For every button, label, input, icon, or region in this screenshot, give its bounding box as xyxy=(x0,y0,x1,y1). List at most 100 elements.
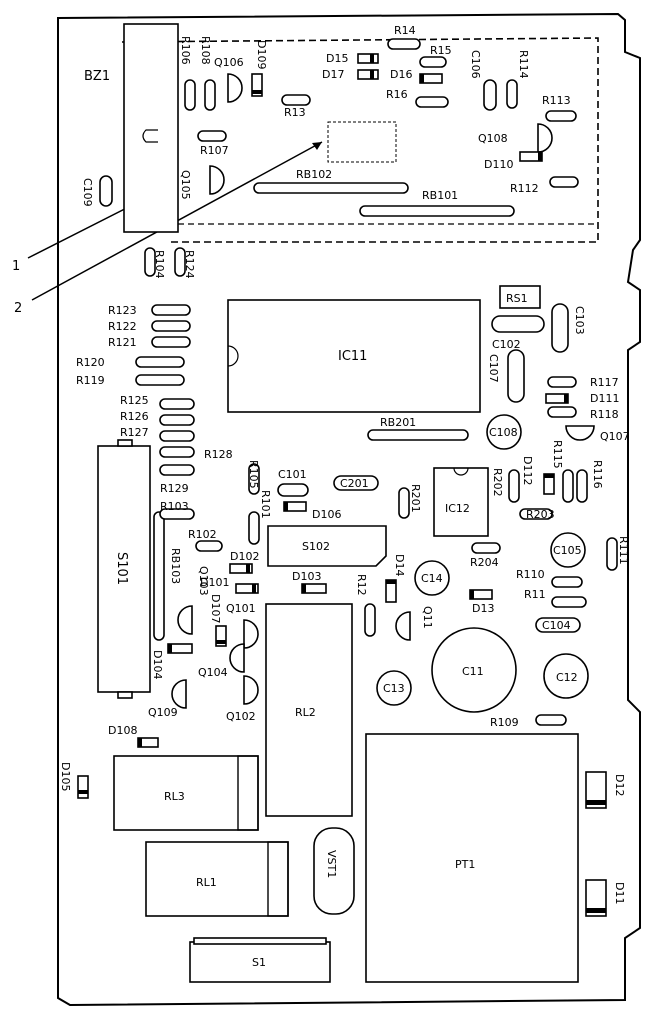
resistor-r126 xyxy=(159,414,195,426)
rl3-label: RL3 xyxy=(164,790,185,803)
r204-label: R204 xyxy=(470,556,499,569)
q106-label: Q106 xyxy=(214,56,244,69)
resistor-r112 xyxy=(549,176,579,188)
d107-label: D107 xyxy=(209,594,222,623)
resistor-r115 xyxy=(562,469,574,503)
d105-label: D105 xyxy=(59,762,72,791)
diode-d107 xyxy=(215,625,227,647)
c106-label: C106 xyxy=(469,50,482,79)
resistor-r127 xyxy=(159,430,195,442)
rb103-label: RB103 xyxy=(169,548,182,584)
resistor-r121 xyxy=(151,336,191,348)
transistor-q108 xyxy=(537,123,553,153)
resistor-r117 xyxy=(547,376,577,388)
d16-label: D16 xyxy=(390,68,412,81)
resistor-r125 xyxy=(159,398,195,410)
r111-label: R111 xyxy=(617,536,630,565)
d104-label: D104 xyxy=(151,650,164,679)
capacitor-c201 xyxy=(333,475,379,491)
d106-label: D106 xyxy=(312,508,341,521)
transistor-q109 xyxy=(171,679,187,709)
r118-label: R118 xyxy=(590,408,619,421)
resistor-r108 xyxy=(204,79,216,111)
d17-label: D17 xyxy=(322,68,344,81)
transistor-q103 xyxy=(177,605,193,635)
resistor-r109 xyxy=(535,714,567,726)
relay-rl2 xyxy=(265,603,353,817)
callout-arrow-2 xyxy=(312,142,322,150)
rb101-label: RB101 xyxy=(422,189,458,202)
c13-label: C13 xyxy=(383,682,405,695)
transistor-q11 xyxy=(395,611,411,641)
r203-label: R203 xyxy=(526,508,555,521)
q102-label: Q102 xyxy=(226,710,256,723)
diode-d17 xyxy=(357,69,379,80)
resistor-r16 xyxy=(415,96,449,108)
r202-label: R202 xyxy=(491,468,504,497)
callout-label-1: 1 xyxy=(12,259,20,274)
resistor-r105 xyxy=(248,463,260,495)
r126-label: R126 xyxy=(120,410,149,423)
r103-label: R103 xyxy=(160,500,189,513)
q104-label: Q104 xyxy=(198,666,228,679)
c107-label: C107 xyxy=(487,354,500,383)
q107-label: Q107 xyxy=(600,430,630,443)
resistor-r106 xyxy=(184,79,196,111)
r121-label: R121 xyxy=(108,336,137,349)
resistor-r120 xyxy=(135,356,185,368)
diode-d13 xyxy=(469,589,493,600)
d111-label: D111 xyxy=(590,392,619,405)
jumper-rb102 xyxy=(253,182,409,194)
capacitor-c14 xyxy=(414,560,450,596)
r104-label: R104 xyxy=(153,250,166,279)
resistor-r122 xyxy=(151,320,191,332)
resistor-r111 xyxy=(606,537,618,571)
q108-label: Q108 xyxy=(478,132,508,145)
s102-label: S102 xyxy=(302,540,330,553)
resistor-r202 xyxy=(508,469,520,503)
rb201-label: RB201 xyxy=(380,416,416,429)
r124-label: R124 xyxy=(183,250,196,279)
r129-label: R129 xyxy=(160,482,189,495)
sub-board-outline xyxy=(121,37,599,243)
transistor-q107 xyxy=(565,425,595,441)
callout-label-2: 2 xyxy=(14,301,22,316)
r113-label: R113 xyxy=(542,94,571,107)
resistor-r102 xyxy=(195,540,223,552)
resistor-r113 xyxy=(545,110,577,122)
d102-label: D102 xyxy=(230,550,259,563)
ic11-label: IC11 xyxy=(338,349,367,364)
board-outline xyxy=(57,12,641,1007)
r114-label: R114 xyxy=(517,50,530,79)
ic-ic11 xyxy=(227,299,481,413)
resistor-r118 xyxy=(547,406,577,418)
capacitor-c103 xyxy=(551,303,569,353)
diode-d110 xyxy=(519,151,543,162)
switch-s101 xyxy=(97,445,151,693)
d109-label: D109 xyxy=(255,40,268,69)
pt1-label: PT1 xyxy=(455,858,475,871)
c11-label: C11 xyxy=(462,665,484,678)
c12-label: C12 xyxy=(556,671,578,684)
q11-label: Q11 xyxy=(421,606,434,629)
ic12-label: IC12 xyxy=(445,502,470,515)
q109-label: Q109 xyxy=(148,706,178,719)
ic-ic12 xyxy=(433,467,489,537)
r116-label: R116 xyxy=(591,460,604,489)
capacitor-c102 xyxy=(491,315,545,333)
diode-d11 xyxy=(585,879,607,917)
resistor-r201 xyxy=(398,487,410,519)
d15-label: D15 xyxy=(326,52,348,65)
r120-label: R120 xyxy=(76,356,105,369)
d112-label: D112 xyxy=(521,456,534,485)
jumper-rb201 xyxy=(367,429,469,441)
jumper-rs1 xyxy=(499,285,541,309)
varistor-vst1 xyxy=(313,827,355,915)
d108-label: D108 xyxy=(108,724,137,737)
c104-label: C104 xyxy=(542,619,571,632)
resistor-r103 xyxy=(159,508,195,520)
diode-d104 xyxy=(167,643,193,654)
relay-rl1 xyxy=(145,841,289,917)
diode-d12 xyxy=(585,771,607,809)
capacitor-c109 xyxy=(99,175,113,207)
